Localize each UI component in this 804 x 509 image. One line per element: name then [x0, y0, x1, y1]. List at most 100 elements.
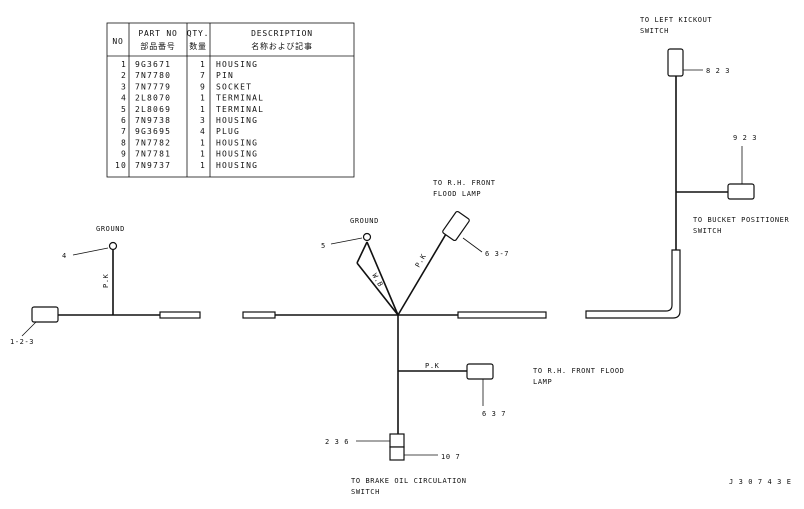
cell-description: HOUSING: [216, 116, 258, 125]
label-wire-pk-left: P.K: [102, 273, 110, 288]
connector-kickout: [667, 48, 684, 77]
label-to-left-kickout-2: SWITCH: [640, 27, 669, 35]
callout-236: 2 3 6: [325, 438, 349, 446]
center-harness: GROUND 5 W.B P.K TO R.H. FRONT FLOOD LAM…: [242, 179, 624, 496]
cell-qty: 1: [200, 60, 206, 69]
label-to-rh-flood-right-1: TO R.H. FRONT FLOOD: [533, 367, 624, 375]
header-part-no-jp: 部品番号: [140, 41, 175, 51]
cell-description: HOUSING: [216, 138, 258, 147]
connector-brake-lower: [389, 446, 405, 461]
connector-flood-lamp-top: [442, 210, 470, 242]
cell-part-no: 7N7781: [135, 150, 171, 159]
leader-637-top: [462, 237, 483, 253]
cell-description: TERMINAL: [216, 105, 264, 114]
cell-qty: 7: [200, 71, 206, 80]
header-qty-jp: 数量: [189, 41, 207, 51]
ground-branch-wire-c: [356, 241, 368, 264]
cell-no: 4: [121, 94, 127, 103]
header-part-no: PART NO: [138, 29, 177, 38]
header-no: NO: [112, 37, 123, 46]
cell-qty: 1: [200, 138, 206, 147]
label-to-bucket-2: SWITCH: [693, 227, 722, 235]
connector-flood-lamp-right: [466, 363, 494, 380]
table-row: 6 7N9738 3 HOUSING: [121, 116, 258, 125]
callout-923: 9 2 3: [733, 134, 757, 142]
cell-qty: 4: [200, 127, 206, 136]
table-row: 10 7N9737 1 HOUSING: [115, 161, 258, 170]
ground-terminal-left: [108, 241, 118, 251]
header-qty: QTY.: [187, 29, 209, 38]
cell-part-no: 7N7782: [135, 138, 171, 147]
cell-no: 7: [121, 127, 127, 136]
callout-823: 8 2 3: [706, 67, 730, 75]
table-row: 2 7N7780 7 PIN: [121, 71, 234, 80]
callout-4: 4: [62, 252, 67, 260]
cell-no: 6: [121, 116, 127, 125]
cell-part-no: 7N9737: [135, 161, 171, 170]
cell-qty: 1: [200, 150, 206, 159]
label-ground-left: GROUND: [96, 225, 125, 233]
callout-637-bottom: 6 3 7: [482, 410, 506, 418]
cell-part-no: 2L8069: [135, 105, 171, 114]
drawing-id: J 3 0 7 4 3 E: [729, 478, 792, 486]
table-row: 8 7N7782 1 HOUSING: [121, 138, 258, 147]
label-ground-center: GROUND: [350, 217, 379, 225]
cell-no: 2: [121, 71, 127, 80]
callout-5: 5: [321, 242, 326, 250]
cell-description: HOUSING: [216, 161, 258, 170]
label-to-rh-flood-right-2: LAMP: [533, 378, 552, 386]
table-border: [106, 22, 355, 178]
leader-5: [330, 237, 363, 245]
callout-1-2-3: 1-2-3: [10, 338, 34, 346]
connector-1-2-3: [31, 306, 59, 323]
label-to-left-kickout-1: TO LEFT KICKOUT: [640, 16, 712, 24]
flood-lamp-diag-wire: [397, 233, 447, 316]
label-wire-pk-branch: P.K: [425, 362, 440, 370]
cell-part-no: 2L8070: [135, 94, 171, 103]
cell-qty: 1: [200, 105, 206, 114]
cell-no: 10: [115, 161, 127, 170]
ground-branch-wire-b: [356, 262, 399, 316]
cell-no: 8: [121, 138, 127, 147]
label-to-rh-flood-top-2: FLOOD LAMP: [433, 190, 481, 198]
cell-part-no: 7N7780: [135, 71, 171, 80]
cell-description: PIN: [216, 71, 234, 80]
center-right-sleeve: [457, 311, 547, 319]
cell-part-no: 9G3695: [135, 127, 171, 136]
header-description-jp: 名称および記事: [251, 41, 313, 51]
right-harness: TO LEFT KICKOUT SWITCH 8 2 3 9 2 3 TO BU…: [585, 16, 789, 319]
label-to-brake-1: TO BRAKE OIL CIRCULATION: [351, 477, 467, 485]
header-description: DESCRIPTION: [251, 29, 313, 38]
ground-terminal-center: [362, 232, 372, 242]
table-row: 7 9G3695 4 PLUG: [121, 127, 240, 136]
label-to-brake-2: SWITCH: [351, 488, 380, 496]
leader-1-2-3: [21, 321, 37, 337]
parts-table: NO PART NO 部品番号 QTY. 数量 DESCRIPTION 名称およ…: [106, 22, 355, 178]
connector-brake-upper: [389, 433, 405, 448]
ground-branch-wire-a: [366, 241, 399, 316]
cell-part-no: 9G3671: [135, 60, 171, 69]
right-bent-sleeve: [585, 249, 681, 319]
cell-qty: 3: [200, 116, 206, 125]
cell-description: PLUG: [216, 127, 240, 136]
label-wire-wb: W.B: [370, 272, 384, 289]
callout-107: 10 7: [441, 453, 460, 461]
cell-part-no: 7N9738: [135, 116, 171, 125]
left-wire-sleeve: [159, 311, 201, 319]
label-to-bucket-1: TO BUCKET POSITIONER: [693, 216, 789, 224]
label-to-rh-flood-top-1: TO R.H. FRONT: [433, 179, 496, 187]
leader-4: [72, 247, 109, 256]
cell-no: 3: [121, 82, 127, 91]
cell-qty: 1: [200, 161, 206, 170]
cell-qty: 1: [200, 94, 206, 103]
cell-no: 9: [121, 150, 127, 159]
left-harness: GROUND 4 P.K 1-2-3: [10, 225, 201, 346]
cell-qty: 9: [200, 82, 206, 91]
